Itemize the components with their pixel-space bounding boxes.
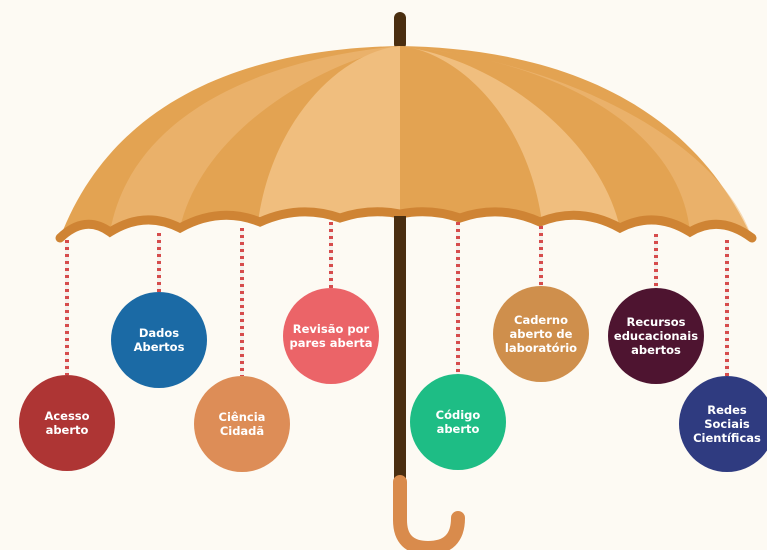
concept-label: Científicas [693,431,761,445]
canopy-panel [400,46,620,228]
canopy-rim [55,207,757,243]
concept-label: laboratório [505,341,577,355]
concept-label: Redes [707,403,747,417]
concept-circle [493,286,589,382]
concept-label: Cidadã [220,424,264,438]
concept-label: Código [436,408,481,422]
umbrella-shaft [394,216,406,484]
concept-circle [410,374,506,470]
canopy-panel [258,46,400,222]
concept-circle [608,288,704,384]
concept-label: aberto de [510,327,573,341]
concept-label: Dados [139,326,179,340]
concept-label: Recursos [627,315,686,329]
concept-label: educacionais [614,329,698,343]
concept-label: pares aberta [289,336,372,350]
umbrella-tip [394,12,406,50]
canopy-panel [400,46,752,238]
concept-circles: AcessoabertoDadosAbertosCiênciaCidadãRev… [19,286,767,472]
concept-circle [111,292,207,388]
concept-circle [679,376,767,472]
hanging-strings [65,222,729,376]
concept-label: Acesso [44,409,89,423]
concept-label: Revisão por [293,322,370,336]
concept-label: Sociais [704,417,750,431]
concept-label: Abertos [134,340,185,354]
concept-label: Caderno [514,313,568,327]
concept-label: aberto [437,422,480,436]
concept-label: aberto [46,423,89,437]
concept-label: Ciência [219,410,266,424]
concept-circle [19,375,115,471]
concept-label: abertos [631,343,681,357]
concept-circle [283,288,379,384]
concept-circle [194,376,290,472]
canopy-panel [110,46,400,232]
umbrella-handle [393,475,465,550]
